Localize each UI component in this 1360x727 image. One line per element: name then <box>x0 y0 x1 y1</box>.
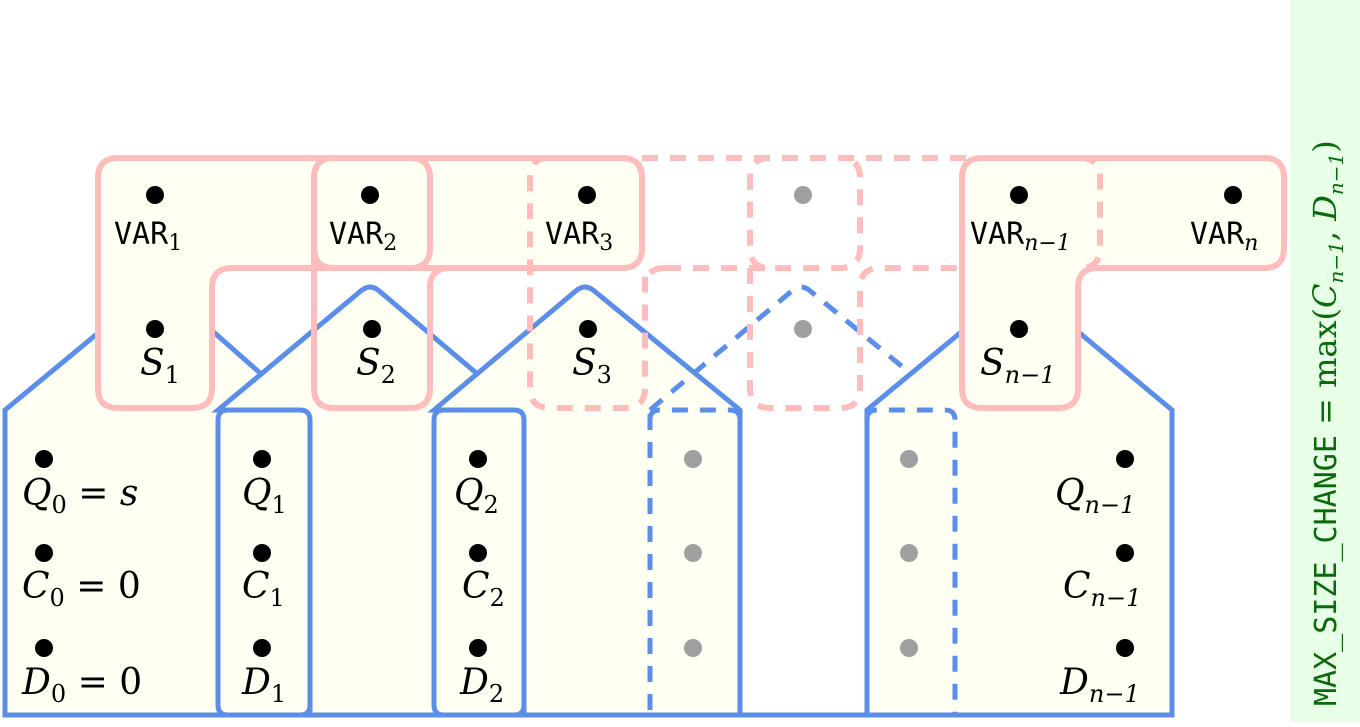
dot-c-gray-a <box>684 544 702 562</box>
dot-d-0 <box>35 639 53 657</box>
label-var-1: VAR1 <box>114 217 182 256</box>
side-label: MAX_SIZE_CHANGE = max(Cn−1, Dn−1) <box>1306 140 1348 706</box>
label-c-n-1: Cn−1 <box>1063 566 1141 612</box>
dot-c-1 <box>253 544 271 562</box>
dot-var-1 <box>146 186 164 204</box>
dot-d-gray-a <box>684 639 702 657</box>
dot-s-n-1 <box>1010 320 1028 338</box>
dot-s-2 <box>363 320 381 338</box>
label-d-0: D0 = 0 <box>21 662 142 708</box>
dot-var-n-1 <box>1010 186 1028 204</box>
dot-c-2 <box>469 544 487 562</box>
s-dots <box>146 320 1028 338</box>
pink-region-2 <box>311 155 433 271</box>
label-var-n: VARn <box>1190 217 1258 256</box>
dot-q-n-1 <box>1116 450 1134 468</box>
label-c-2: C2 <box>462 566 505 612</box>
dot-d-1 <box>253 639 271 657</box>
blue-region-last-inner <box>864 407 958 715</box>
dot-q-1 <box>253 450 271 468</box>
dot-q-2 <box>469 450 487 468</box>
pink-region-last <box>959 155 1287 411</box>
pink-region-1 <box>95 155 645 411</box>
dot-var-n <box>1224 186 1242 204</box>
side-panel <box>1290 0 1360 722</box>
pink-region-last-dashed <box>1079 155 1103 271</box>
dot-c-n-1 <box>1116 544 1134 562</box>
dot-var-gray <box>794 186 812 204</box>
dot-q-0 <box>35 450 53 468</box>
label-var-n-1: VARn−1 <box>970 217 1071 256</box>
label-s-2: S2 <box>356 343 396 389</box>
diagram-svg: VAR1 VAR2 VAR3 VARn−1 VARn S1 S2 S3 Sn−1… <box>2 155 1287 718</box>
dot-s-1 <box>146 320 164 338</box>
dot-var-2 <box>361 186 379 204</box>
label-q-2: Q2 <box>454 473 499 519</box>
label-d-n-1: Dn−1 <box>1059 662 1140 708</box>
label-s-3: S3 <box>572 343 612 389</box>
dot-s-gray <box>794 320 812 338</box>
blue-region-dashed-inner <box>647 407 743 715</box>
dot-d-n-1 <box>1116 639 1134 657</box>
label-q-0: Q0 = s <box>22 473 138 519</box>
qcd-dots <box>35 450 1134 657</box>
dot-var-3 <box>578 186 596 204</box>
label-q-1: Q1 <box>242 473 287 519</box>
dot-s-3 <box>579 320 597 338</box>
side-label-svg: MAX_SIZE_CHANGE = max(Cn−1, Dn−1) <box>1306 140 1348 706</box>
dot-d-gray-b <box>900 639 918 657</box>
pink-region-3-dashed <box>527 155 648 411</box>
label-d-1: D1 <box>241 662 286 708</box>
dot-q-gray-a <box>684 450 702 468</box>
dot-c-0 <box>35 544 53 562</box>
dot-c-gray-b <box>900 544 918 562</box>
dot-d-2 <box>469 639 487 657</box>
label-s-n-1: Sn−1 <box>980 343 1056 389</box>
var-dots <box>146 186 1242 204</box>
dot-q-gray-b <box>900 450 918 468</box>
label-d-2: D2 <box>459 662 504 708</box>
label-var-3: VAR3 <box>545 217 613 256</box>
label-q-n-1: Qn−1 <box>1055 473 1135 519</box>
label-s-1: S1 <box>140 343 180 389</box>
label-c-0: C0 = 0 <box>22 566 141 612</box>
pink-region-2b <box>311 248 451 411</box>
pink-region-4-dashed <box>642 155 1000 411</box>
label-c-1: C1 <box>242 566 285 612</box>
label-var-2: VAR2 <box>329 217 397 256</box>
